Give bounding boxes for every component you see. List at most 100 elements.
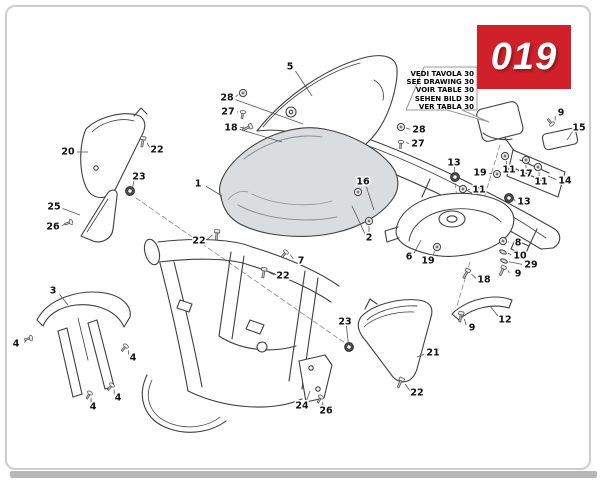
bolt-icon (140, 135, 147, 148)
note-line: VOIR TABLE 30 (415, 86, 474, 95)
part-callout-19: 19 (473, 168, 486, 179)
screw-icon (316, 394, 324, 404)
part-callout-22: 22 (192, 236, 205, 247)
part-callout-11: 11 (534, 177, 547, 188)
part-callout-18: 18 (224, 123, 238, 134)
grommet-icon (504, 193, 514, 203)
part-callout-18: 18 (477, 275, 491, 286)
note-line: VEDI TAVOLA 30 (410, 70, 474, 78)
part-callout-23: 23 (132, 172, 145, 183)
see-drawing-note: VEDI TAVOLA 30 SEE DRAWING 30 VOIR TABLE… (402, 70, 474, 111)
part-callout-14: 14 (558, 176, 572, 187)
mudflap (451, 296, 513, 321)
part-callout-23: 23 (338, 317, 351, 328)
left-side-panel (80, 107, 148, 198)
part-callout-3: 3 (50, 286, 57, 297)
part-callout-20: 20 (61, 147, 75, 158)
part-callout-13: 13 (447, 158, 460, 169)
table-number: 019 (490, 35, 558, 78)
grommet-icon (125, 186, 135, 196)
rear-fender (384, 192, 515, 257)
washer-icon (499, 249, 507, 255)
part-callout-2: 2 (366, 233, 373, 244)
screw-icon (239, 110, 247, 119)
nut-icon (498, 236, 508, 246)
part-callout-4: 4 (130, 353, 137, 364)
screw-icon (546, 118, 555, 127)
screw-icon (397, 140, 405, 149)
grommet-icon (450, 172, 460, 182)
part-callout-22: 22 (276, 271, 289, 282)
part-callout-8: 8 (515, 238, 522, 249)
bolt-icon (498, 264, 507, 277)
table-number-badge: 019 (477, 25, 571, 89)
taillight-assembly (476, 101, 579, 198)
part-callout-15: 15 (572, 123, 585, 134)
screw-icon (120, 343, 129, 352)
part-callout-22: 22 (410, 388, 423, 399)
left-lower-panel (80, 189, 118, 243)
part-callout-4: 4 (13, 339, 20, 350)
screw-icon (85, 390, 93, 400)
part-callout-13: 13 (517, 197, 530, 208)
nut-icon (353, 187, 363, 197)
bolt-icon (396, 376, 405, 389)
grommet-icon (344, 342, 354, 352)
nut-icon (533, 162, 543, 172)
part-callout-4: 4 (90, 402, 97, 413)
part-callout-19: 19 (421, 256, 434, 267)
part-callout-24: 24 (295, 401, 309, 412)
screw-icon (64, 218, 74, 226)
part-callout-25: 25 (47, 202, 60, 213)
nut-icon (458, 184, 468, 194)
bolt-icon (462, 267, 472, 279)
page-bottom-edge (10, 471, 597, 478)
nut-icon (500, 151, 510, 161)
bracket-plate (298, 354, 333, 403)
diagram-art (36, 55, 579, 433)
part-callout-11: 11 (502, 165, 515, 176)
part-callout-6: 6 (406, 252, 413, 263)
reflector (541, 127, 579, 151)
bolt-icon (458, 310, 465, 323)
part-callout-16: 16 (356, 177, 370, 188)
part-callout-29: 29 (524, 260, 537, 271)
part-callout-11: 11 (472, 185, 485, 196)
note-line: SEE DRAWING 30 (406, 78, 474, 87)
side-cover (357, 298, 433, 383)
bolt-icon (214, 229, 221, 241)
screw-icon (24, 334, 34, 342)
part-callout-7: 7 (298, 256, 305, 267)
part-callout-27: 27 (411, 139, 424, 150)
part-callout-12: 12 (498, 315, 511, 326)
part-callout-26: 26 (46, 222, 60, 233)
part-callout-9: 9 (469, 323, 476, 334)
nut-icon (432, 242, 442, 252)
part-callout-5: 5 (287, 62, 294, 73)
part-callout-22: 22 (150, 145, 163, 156)
note-line: SEHEN BILD 30 (414, 94, 474, 103)
screw-icon (106, 382, 115, 391)
front-fender-forks (36, 291, 131, 398)
part-callout-4: 4 (115, 393, 122, 404)
washer-icon (500, 258, 508, 264)
page-border (5, 5, 591, 470)
part-callout-9: 9 (515, 269, 522, 280)
nut-icon (396, 122, 406, 132)
part-callout-10: 10 (513, 251, 527, 262)
part-callout-21: 21 (426, 348, 439, 359)
nut-icon (238, 88, 248, 98)
bolt-icon (261, 266, 268, 279)
part-callout-27: 27 (221, 107, 234, 118)
part-callout-28: 28 (220, 93, 234, 104)
nut-icon (521, 155, 531, 165)
part-callout-26: 26 (319, 406, 333, 417)
part-callout-28: 28 (412, 125, 426, 136)
seat-cowl (256, 55, 398, 165)
bolt-icon (241, 123, 254, 132)
nut-icon (364, 216, 374, 226)
note-line: VER TABLA 30 (418, 102, 474, 111)
